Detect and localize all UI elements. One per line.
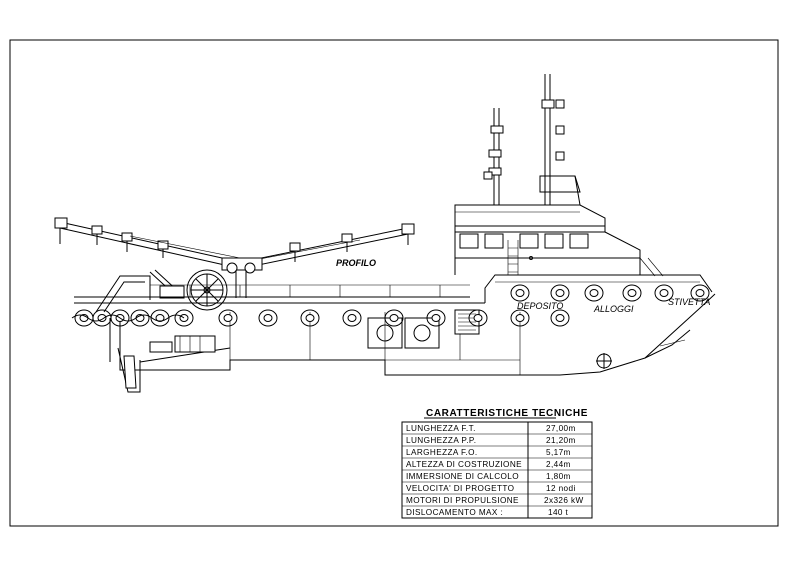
mast-forward (539, 74, 581, 206)
spec-row: IMMERSIONE DI CALCOLO 1,80m (406, 472, 571, 481)
fender-tire (510, 284, 530, 302)
specifications-title: CARATTERISTICHE TECNICHE (426, 408, 588, 419)
wheelhouse (454, 204, 641, 275)
fender-tire (622, 284, 642, 302)
spec-label: LUNGHEZZA F.T. (406, 424, 476, 433)
spec-label: ALTEZZA DI COSTRUZIONE (406, 460, 522, 469)
spec-label: LARGHEZZA F.O. (406, 448, 478, 457)
spec-row: MOTORI DI PROPULSIONE 2x326 kW (406, 496, 584, 505)
fender-tire (300, 309, 320, 327)
spec-value: 5,17m (546, 448, 571, 457)
spec-value: 1,80m (546, 472, 571, 481)
anchor-hawse (596, 353, 612, 369)
fender-tire (150, 309, 170, 327)
spec-value: 21,20m (546, 436, 576, 445)
spec-label: DISLOCAMENTO MAX : (406, 508, 503, 517)
fender-tire (654, 284, 674, 302)
fender-tires (74, 284, 710, 327)
specifications-table: CARATTERISTICHE TECNICHE LUNGHEZZA F.T. … (401, 408, 593, 519)
spec-value: 27,00m (546, 424, 576, 433)
vessel-profile-drawing: PROFILO DEPOSITO ALLOGGI STIVETTA (54, 74, 716, 393)
fender-tire (468, 309, 488, 327)
spec-value: 2x326 kW (544, 496, 584, 505)
bow-structure (484, 257, 713, 303)
crane-left (54, 217, 241, 269)
fender-tire (92, 309, 112, 327)
fender-tire (584, 284, 604, 302)
fender-tire (550, 284, 570, 302)
compartment-label-alloggi: ALLOGGI (593, 304, 634, 314)
fender-tire (342, 309, 362, 327)
fender-tire (218, 309, 238, 327)
fender-tire (258, 309, 278, 327)
spec-row: VELOCITA' DI PROGETTO 12 nodi (406, 484, 576, 493)
spec-value: 140 t (548, 508, 569, 517)
fender-tire (550, 309, 570, 327)
spec-row: DISLOCAMENTO MAX : 140 t (406, 508, 569, 517)
fender-tire (130, 309, 150, 327)
spec-row: LUNGHEZZA F.T. 27,00m (406, 424, 576, 433)
compartment-label-stivetta: STIVETTA (668, 297, 710, 307)
fender-tire (74, 309, 94, 327)
spec-label: LUNGHEZZA P.P. (406, 436, 476, 445)
spec-label: MOTORI DI PROPULSIONE (406, 496, 519, 505)
engine-room-vents (367, 309, 480, 349)
fender-tire (690, 284, 710, 302)
mast-aft (483, 108, 504, 205)
fender-chain (71, 314, 185, 322)
aft-winch (149, 269, 185, 299)
spec-row: ALTEZZA DI COSTRUZIONE 2,44m (406, 460, 571, 469)
spec-value: 12 nodi (546, 484, 576, 493)
fender-tire (510, 309, 530, 327)
fender-tire (384, 309, 404, 327)
sheet-border (9, 39, 779, 527)
fender-tire (426, 309, 446, 327)
spec-row: LARGHEZZA F.O. 5,17m (406, 448, 571, 457)
cable-reel (186, 269, 228, 311)
hull (74, 275, 716, 393)
spec-value: 2,44m (546, 460, 571, 469)
spec-label: IMMERSIONE DI CALCOLO (406, 472, 519, 481)
view-label: PROFILO (336, 258, 376, 268)
crane-right (241, 223, 415, 269)
compartment-label-deposito: DEPOSITO (517, 301, 563, 311)
spec-label: VELOCITA' DI PROGETTO (406, 484, 514, 493)
crane-pedestal (221, 257, 263, 298)
spec-row: LUNGHEZZA P.P. 21,20m (406, 436, 576, 445)
